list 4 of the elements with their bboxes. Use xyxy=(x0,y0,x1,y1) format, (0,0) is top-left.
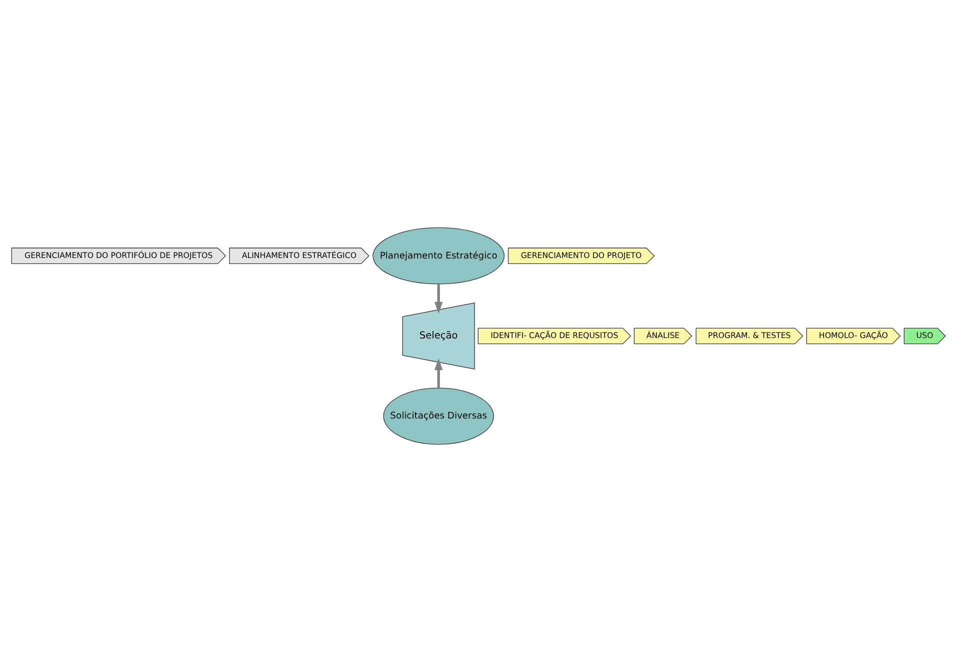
node-ellipse: Solicitações Diversas xyxy=(382,387,494,444)
arrow xyxy=(434,358,442,388)
arrow xyxy=(434,284,442,314)
node-ellipse: Planejamento Estratégico xyxy=(372,226,504,284)
